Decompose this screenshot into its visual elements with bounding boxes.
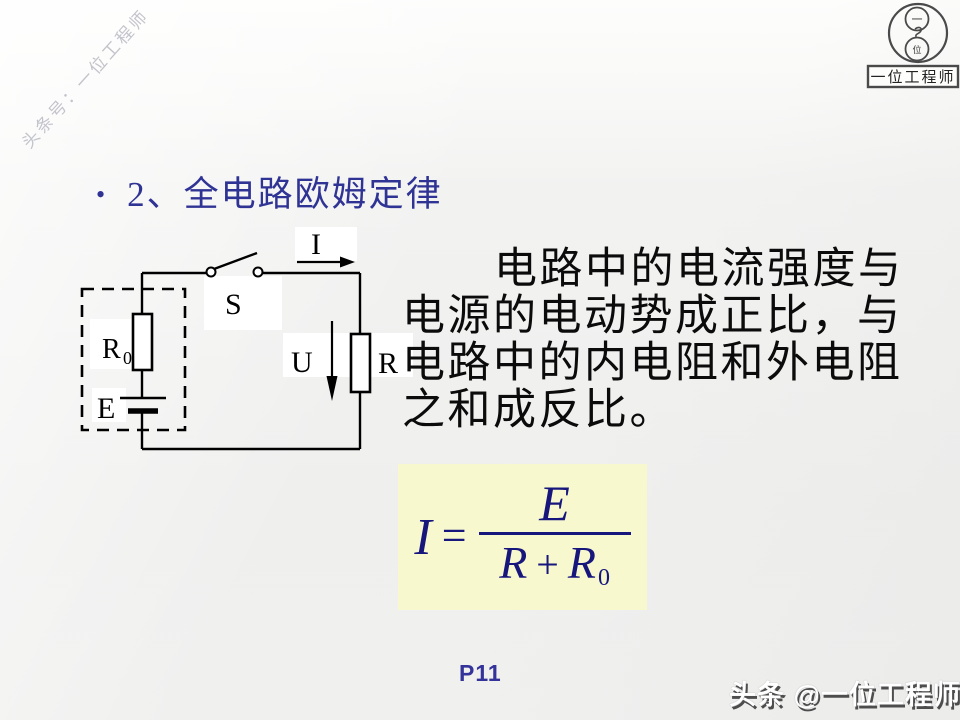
battery-dashed-box [80, 287, 187, 432]
logo-bottom-char: 位 [912, 44, 921, 55]
resistor-external [349, 332, 372, 394]
label-patch [90, 319, 132, 369]
formula-fraction: E R + R 0 [478, 474, 631, 599]
fraction-bar [478, 531, 631, 535]
label-resistor-internal: R [102, 334, 121, 365]
formula-current-symbol: I [414, 508, 432, 566]
label-resistor-external: R [378, 347, 398, 380]
title-text: 2、全电路欧姆定律 [127, 175, 443, 214]
label-resistor-internal-sub: 0 [123, 348, 132, 368]
watermark-bottom-right: 头条 @一位工程师 [729, 680, 960, 710]
logo-squiggle [914, 26, 923, 38]
label-switch: S [225, 288, 242, 321]
denominator-plus: + [536, 541, 559, 587]
logo-top-char: 一 [912, 14, 923, 26]
body-paragraph: 电路中的电流强度与 电源的电动势成正比，与 电路中的内电阻和外电阻 之和成反比。 [402, 246, 922, 434]
switch-blade [213, 251, 258, 271]
logo: 一 位 一位工程师 [860, 2, 960, 94]
paragraph-line: 电路中的内电阻和外电阻 [402, 340, 903, 387]
formula-box: I = E R + R 0 [398, 464, 647, 610]
resistor-internal [131, 312, 154, 372]
label-current: I [311, 228, 321, 261]
logo-label-box [866, 64, 960, 89]
page-number: P11 [459, 660, 502, 686]
logo-label: 一位工程师 [870, 69, 955, 86]
logo-outer-circle [887, 2, 949, 64]
switch-contact-left [205, 266, 217, 278]
watermark-top-left: 头条号：一位工程师 [18, 5, 153, 153]
label-emf: E [97, 392, 115, 425]
paragraph-line: 之和成反比。 [402, 387, 675, 434]
paragraph-line: 电源的电动势成正比，与 [402, 293, 903, 340]
denominator-subscript: 0 [597, 564, 610, 591]
voltage-arrow-head [326, 376, 338, 401]
logo-top-circle [904, 6, 930, 32]
label-voltage: U [291, 346, 313, 379]
denominator-r0: R [567, 536, 596, 588]
paragraph-line: 电路中的电流强度与 [494, 246, 904, 293]
formula-denominator: R + R 0 [499, 535, 610, 599]
circuit-diagram: I S U R R 0 E [80, 227, 413, 451]
bullet-icon: • [96, 180, 106, 209]
label-patch [92, 388, 126, 422]
denominator-r: R [499, 536, 528, 588]
slide-title: • 2、全电路欧姆定律 [96, 166, 443, 217]
switch-contact-right [252, 266, 264, 278]
current-arrow-head [340, 256, 355, 268]
formula-equals: = [441, 510, 467, 560]
label-patch [295, 227, 357, 261]
label-patch [283, 333, 413, 377]
logo-icon: 一 位 一位工程师 [866, 2, 960, 89]
label-patch [204, 276, 282, 330]
logo-bottom-circle [904, 36, 930, 62]
formula-numerator: E [539, 474, 570, 531]
